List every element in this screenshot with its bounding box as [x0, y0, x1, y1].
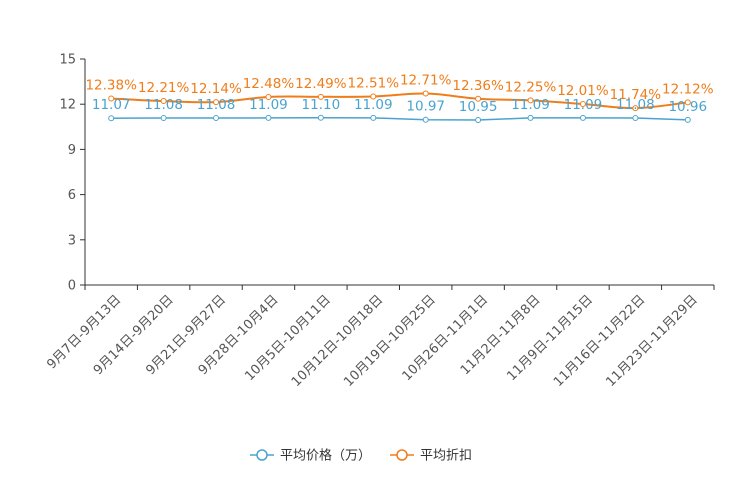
data-point[interactable]: [213, 115, 220, 122]
data-label: 11.10: [302, 97, 341, 113]
data-label: 11.09: [564, 97, 603, 113]
series-line: [111, 117, 688, 121]
data-labels: 11.07 11.08 11.08 11.09 11.10 11.09 10.97 10.95…: [85, 73, 713, 116]
x-tick-label: 10月12日-10月18日: [289, 292, 386, 389]
legend-item-1[interactable]: 平均折扣: [390, 449, 472, 464]
data-label: 12.14%: [190, 81, 242, 97]
data-label: 11.08: [197, 97, 236, 113]
series-0: [108, 114, 691, 124]
series-line: [111, 92, 688, 110]
data-point[interactable]: [108, 115, 115, 122]
y-tick-label: 3: [68, 233, 76, 248]
legend-label: 平均折扣: [420, 449, 472, 464]
data-point[interactable]: [475, 117, 482, 124]
data-point[interactable]: [684, 116, 691, 123]
data-label: 11.09: [354, 97, 393, 113]
data-point[interactable]: [370, 114, 377, 121]
data-label: 12.01%: [557, 83, 609, 99]
x-tick-label: 11月23日-11月29日: [603, 292, 700, 389]
data-point[interactable]: [527, 97, 534, 104]
data-point[interactable]: [527, 114, 534, 121]
data-label: 12.71%: [400, 73, 452, 89]
data-point[interactable]: [317, 114, 324, 121]
y-tick-label: 6: [68, 188, 76, 203]
legend-item-0[interactable]: 平均价格（万）: [250, 448, 371, 464]
data-label: 11.09: [249, 97, 288, 113]
data-point[interactable]: [422, 90, 429, 97]
data-label: 11.08: [616, 97, 655, 113]
data-label: 10.97: [406, 99, 445, 115]
series-lines: [108, 90, 691, 124]
data-label: 12.51%: [348, 76, 400, 92]
y-tick-label: 0: [68, 279, 76, 294]
data-label: 11.07: [92, 97, 131, 113]
data-label: 12.36%: [452, 78, 504, 94]
data-point[interactable]: [160, 98, 167, 105]
legend-label: 平均价格（万）: [280, 448, 371, 464]
data-label: 12.38%: [85, 77, 137, 93]
data-label: 11.08: [144, 97, 183, 113]
data-label: 12.21%: [138, 80, 190, 96]
data-point[interactable]: [684, 99, 691, 106]
data-point[interactable]: [579, 101, 586, 108]
data-point[interactable]: [370, 93, 377, 100]
data-point[interactable]: [265, 93, 272, 100]
series-1: [108, 90, 691, 112]
data-point[interactable]: [317, 93, 324, 100]
data-label: 12.48%: [243, 76, 295, 92]
data-label: 12.25%: [505, 79, 557, 95]
data-point[interactable]: [632, 105, 639, 112]
x-tick-label: 11月16日-11月22日: [551, 292, 648, 389]
y-tick-label: 15: [59, 53, 76, 68]
data-label: 12.12%: [662, 81, 714, 97]
legend-circle-icon: [396, 449, 408, 461]
data-point[interactable]: [160, 115, 167, 122]
data-label: 11.09: [511, 97, 550, 113]
data-point[interactable]: [475, 95, 482, 102]
data-point[interactable]: [422, 116, 429, 123]
y-tick-label: 9: [68, 143, 76, 158]
data-point[interactable]: [265, 114, 272, 121]
y-tick-label: 12: [59, 98, 76, 113]
data-point[interactable]: [213, 99, 220, 106]
legend: 平均价格（万） 平均折扣: [250, 448, 472, 464]
data-point[interactable]: [579, 114, 586, 121]
data-point[interactable]: [632, 115, 639, 122]
data-label: 12.49%: [295, 76, 347, 92]
x-tick-label: 10月19日-10月25日: [341, 292, 438, 389]
legend-circle-icon: [256, 449, 268, 461]
data-label: 10.95: [459, 99, 498, 115]
data-point[interactable]: [108, 95, 115, 102]
data-label: 10.96: [668, 99, 707, 115]
data-label: 11.74%: [610, 87, 662, 103]
